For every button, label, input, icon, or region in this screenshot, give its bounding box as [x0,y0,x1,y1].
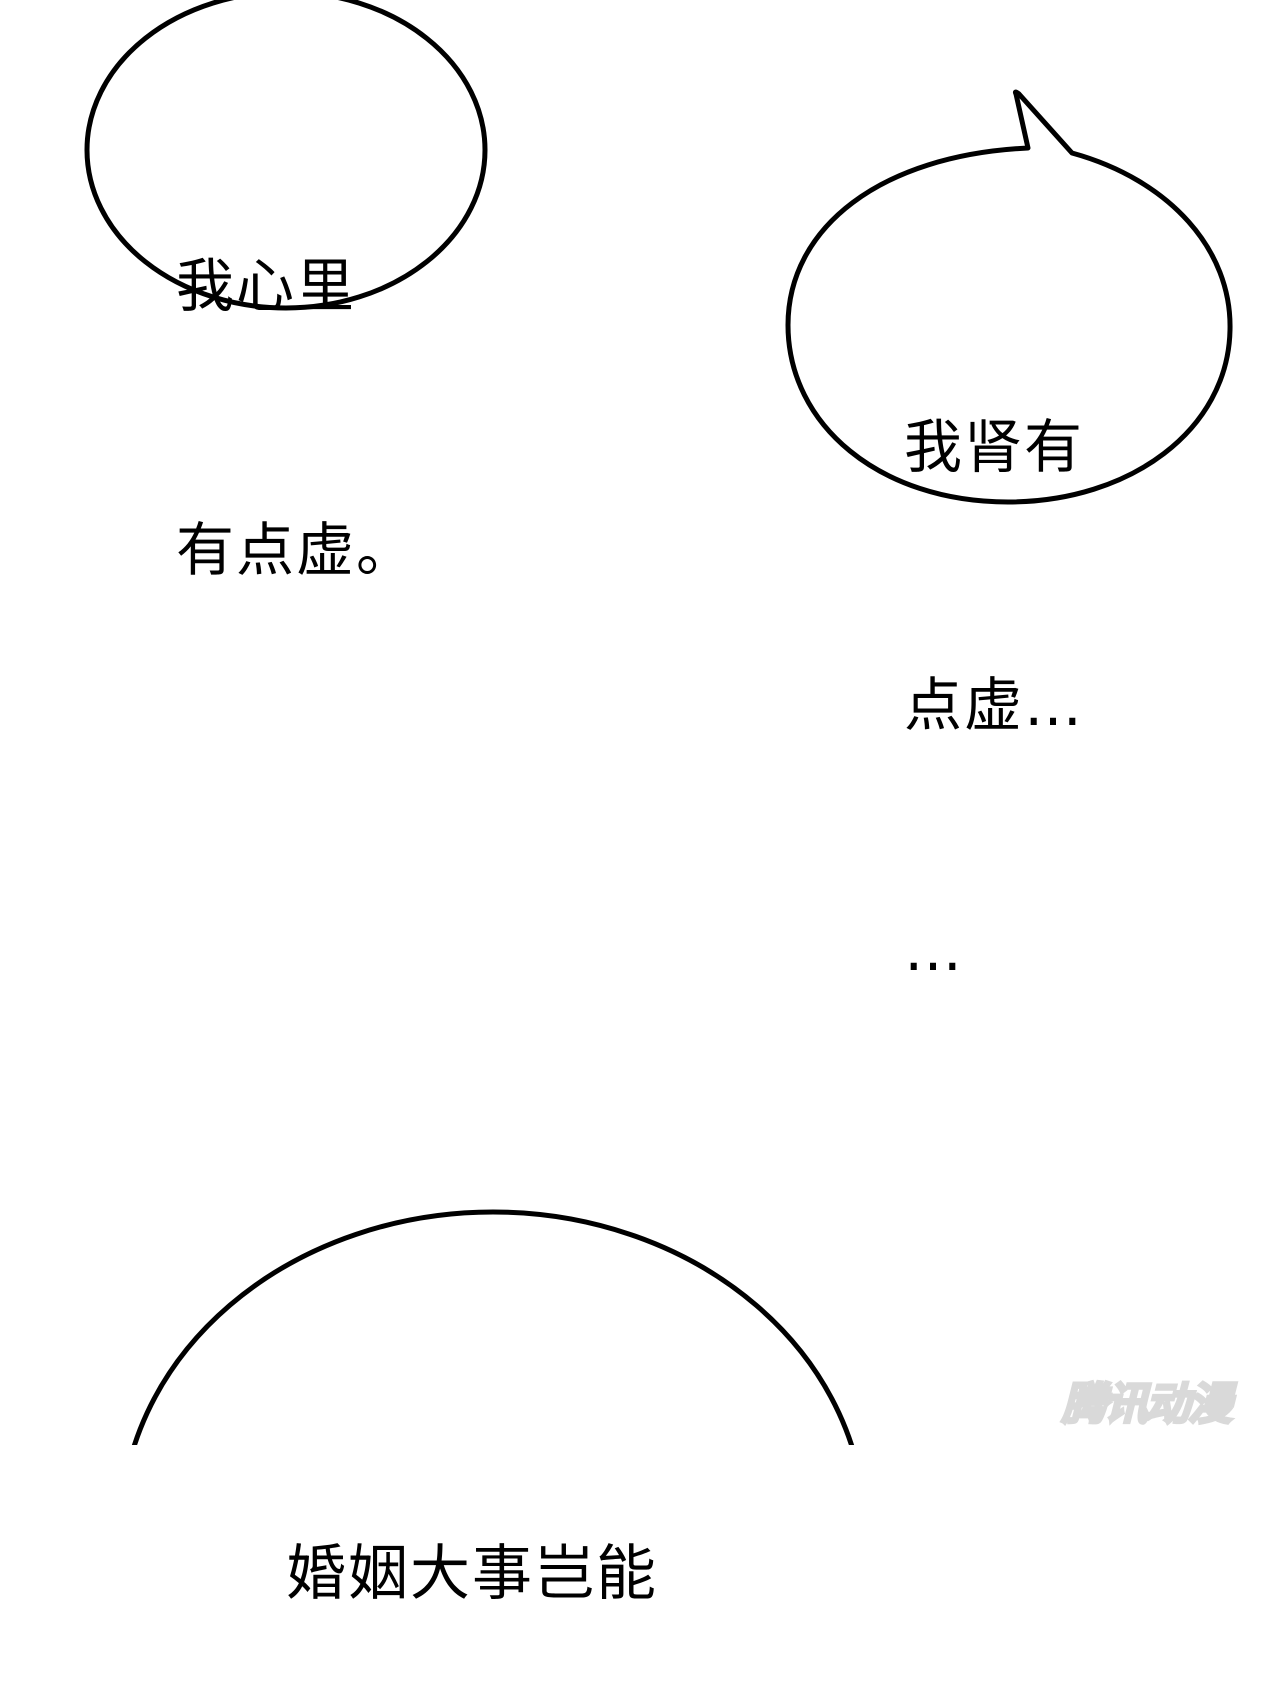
bubble-2-line-3: … [904,916,964,984]
bubble-1-line-2: 有点虚。 [176,516,417,584]
bubble-2-line-2: 点虚… [904,671,1085,739]
speech-bubble-1-outline [84,0,488,311]
speech-bubble-2-text: 我肾有 点虚… … [904,232,1084,1066]
bubble-1-line-1: 我心里 [176,252,357,320]
speech-bubble-2-outline [785,89,1233,505]
speech-bubble-3-outline [131,1209,855,1445]
speech-bubble-1-text: 我心里 有点虚。 [176,66,416,682]
tencent-comics-watermark: 腾讯动漫 [1061,1378,1234,1432]
speech-bubble-3-text: 婚姻大事岂能 [286,1354,658,1706]
bubble-2-line-1: 我肾有 [904,413,1085,481]
comic-panel-art [84,0,1233,1445]
bubble-3-line-1: 婚姻大事岂能 [286,1539,658,1609]
